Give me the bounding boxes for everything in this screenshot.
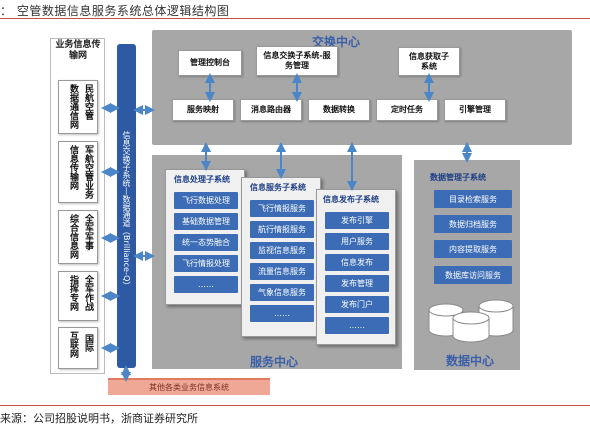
data-management-title: 数据管理子系统 [430,173,486,182]
data-management-item: 目录检索服务 [434,190,512,208]
message-router-box: 消息路由器 [240,99,302,121]
publishing-item: 信息发布 [325,254,389,271]
network-card-2: 信息传输网 军航空管业务 [58,141,98,203]
info-service-subsystem: 信息服务子系统 飞行情报服务 航行情报服务 监视信息服务 流量信息服务 气象信息… [241,177,321,337]
info-publishing-title: 信息发布子系统 [323,195,379,204]
service-center-label: 服务中心 [250,355,299,369]
network-card-4-left: 指挥专网 [68,275,78,311]
network-card-5-left: 互联网 [68,331,78,358]
data-management-item: 内容提取服务 [434,240,512,258]
data-management-item: 数据归档服务 [434,215,512,233]
data-center-label: 数据中心 [446,354,495,368]
processing-item: 统一态势融合 [174,234,238,251]
service-item: 飞行情报服务 [250,200,314,217]
info-publishing-subsystem: 信息发布子系统 发布引擎 用户服务 信息发布 发布管理 发布门户 …… [316,189,396,345]
title-rule [0,18,590,19]
info-processing-title: 信息处理子系统 [174,175,230,184]
network-card-1-right: 民航空管 [83,84,93,120]
service-item: 航行情报服务 [250,221,314,238]
source-note: 来源：公司招股说明书，浙商证券研究所 [0,412,198,425]
data-channel-bus-label: 信息交换子系统—数据通道（Brilliance-Q） [122,130,131,290]
service-item: 流量信息服务 [250,263,314,280]
service-mapping-box: 服务映射 [172,99,234,121]
data-channel-bus [117,44,136,368]
info-service-title: 信息服务子系统 [250,183,306,192]
scheduled-task-box: 定时任务 [376,99,438,121]
network-card-2-left: 信息传输网 [68,145,78,190]
data-management-item: 数据库访问服务 [434,266,512,284]
publishing-item: 用户服务 [325,233,389,250]
publishing-item: …… [325,317,389,334]
info-processing-subsystem: 信息处理子系统 飞行数据处理 基础数据管理 统一态势融合 飞行情报处理 …… [165,169,245,305]
publishing-item: 发布门户 [325,296,389,313]
network-card-3-right: 全军军事 [83,214,93,250]
exchange-service-management-box: 信息交换子系统-服务管理 [256,46,338,76]
engine-management-box: 引擎管理 [444,99,506,121]
network-card-5-right: 国际 [83,334,93,352]
network-card-1-left: 数据通信网 [68,84,78,129]
exchange-center-panel [152,30,572,145]
network-card-4-right: 全军作战 [83,275,93,311]
figure-title: ： 空管数据信息服务系统总体逻辑结构图 [0,4,230,18]
processing-item: 飞行数据处理 [174,192,238,209]
database-cylinders-icon [428,299,514,343]
management-console-box: 管理控制台 [178,50,242,76]
other-systems-bar: 其他各类业务信息系统 [108,378,270,395]
processing-item: …… [174,276,238,293]
network-card-1: 数据通信网 民航空管 [58,80,98,134]
network-card-3: 综合信息网 全军军事 [58,210,98,264]
network-card-5: 互联网 国际 [58,327,98,369]
network-card-2-right: 军航空管业务 [83,145,93,199]
footer-rule [0,405,590,406]
service-item: 气象信息服务 [250,284,314,301]
network-card-3-left: 综合信息网 [68,214,78,259]
network-card-4: 指挥专网 全军作战 [58,271,98,321]
service-item: …… [250,305,314,322]
data-conversion-box: 数据转换 [308,99,370,121]
processing-item: 飞行情报处理 [174,255,238,272]
service-item: 监视信息服务 [250,242,314,259]
publishing-item: 发布管理 [325,275,389,292]
publishing-item: 发布引擎 [325,212,389,229]
network-column-title: 业务信息传输网 [55,40,101,61]
processing-item: 基础数据管理 [174,213,238,230]
exchange-center-label: 交换中心 [312,35,361,49]
